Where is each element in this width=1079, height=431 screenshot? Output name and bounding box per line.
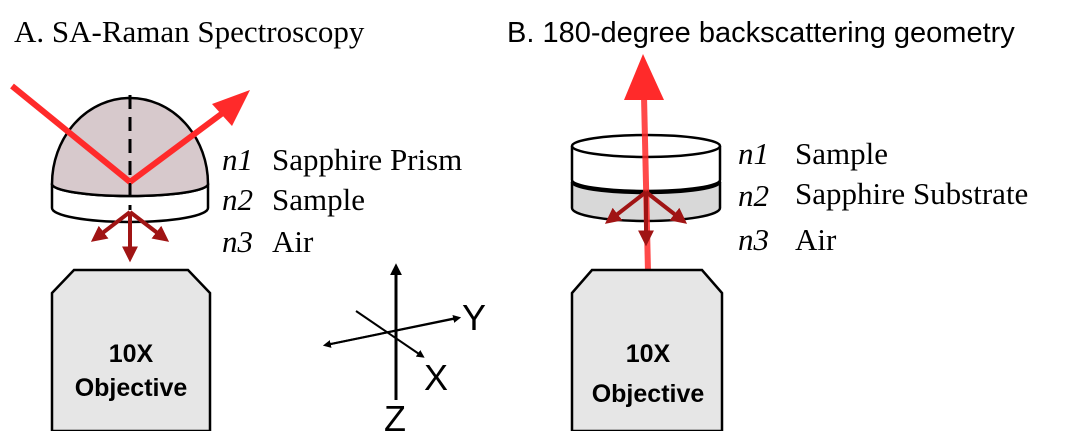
panel-a-layer-name-3: Air <box>272 224 314 259</box>
panel-b-objective: 10X Objective <box>570 268 724 431</box>
panel-a-layer-name-1: Sapphire Prism <box>272 142 462 177</box>
panel-a-objective-line1: 10X <box>109 340 154 368</box>
panel-b-layer-name-1: Sample <box>795 136 888 171</box>
panel-b-objective-line2: Objective <box>592 380 705 408</box>
panel-a-layer-name-2: Sample <box>272 182 365 217</box>
axis-x-line <box>355 310 425 358</box>
panel-b-layer-labels: n1 Sample n2 Sapphire Substrate n3 Air <box>738 136 1028 257</box>
panel-b-layer-index-3: n3 <box>738 222 769 257</box>
panel-b-layer-index-2: n2 <box>738 178 769 213</box>
panel-a-laser-arrowhead <box>212 90 250 126</box>
panel-b-polarization-arrows <box>604 190 688 247</box>
panel-b-title: B. 180-degree backscattering geometry <box>507 17 1015 49</box>
axis-x-label: X <box>424 357 448 398</box>
panel-b-objective-line1: 10X <box>626 340 671 368</box>
panel-b-laser-arrowhead <box>624 54 664 100</box>
panel-b-layer-name-2: Sapphire Substrate <box>795 176 1028 211</box>
panel-a-laser <box>10 83 250 185</box>
panel-a-layer-labels: n1 Sapphire Prism n2 Sample n3 Air <box>222 142 462 259</box>
axis-z-label: Z <box>384 398 406 431</box>
panel-b-layer-index-1: n1 <box>738 136 769 171</box>
panel-a-layer-index-2: n2 <box>222 182 253 217</box>
panel-a-polarization-arrows <box>90 210 170 263</box>
panel-a-layer-index-1: n1 <box>222 142 253 177</box>
axis-y-label: Y <box>462 297 486 338</box>
panel-b-layer-name-3: Air <box>795 222 837 257</box>
panel-a-layer-index-3: n3 <box>222 224 253 259</box>
panel-a-prism <box>50 95 210 224</box>
coordinate-axes: Y X Z <box>322 263 486 431</box>
panel-a-title: A. SA-Raman Spectroscopy <box>14 14 365 49</box>
panel-a-objective: 10X Objective <box>50 268 212 431</box>
panel-a-objective-line2: Objective <box>75 374 188 402</box>
